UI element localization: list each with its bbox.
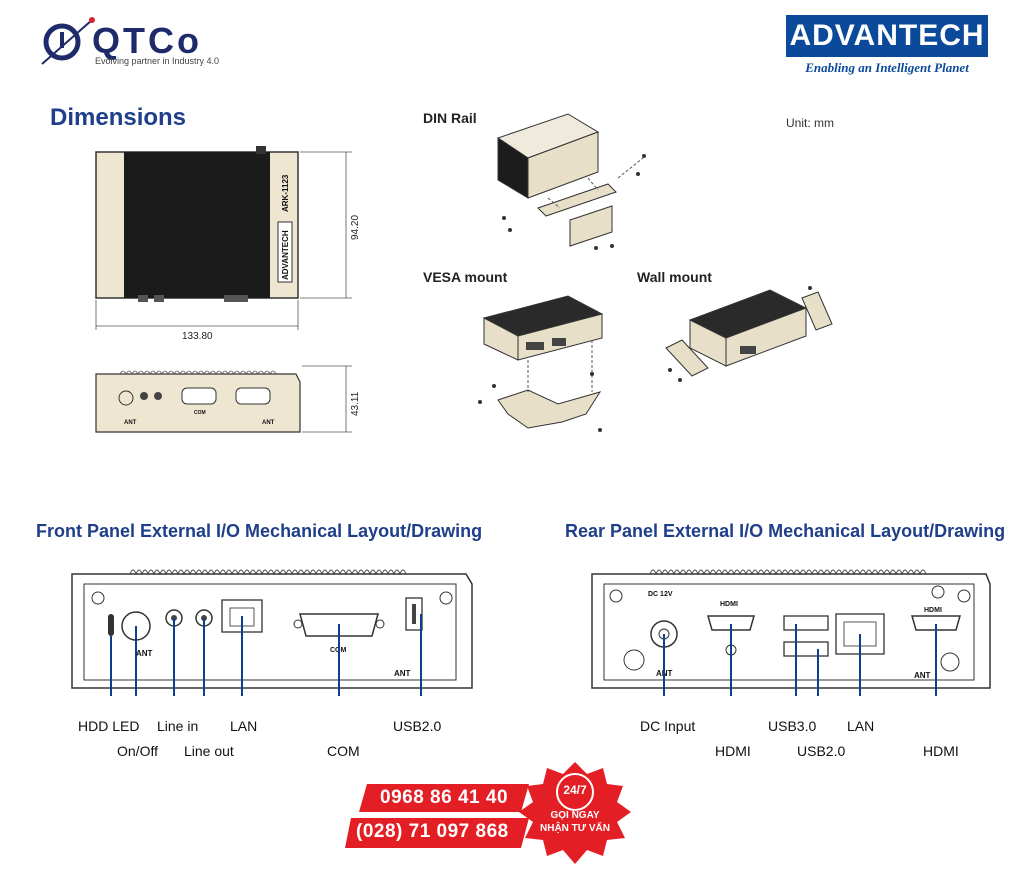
front-panel-title: Front Panel External I/O Mechanical Layo…: [36, 521, 483, 541]
callout-usb3: USB3.0: [768, 718, 817, 734]
callout-lan-rear: LAN: [847, 718, 875, 734]
vesa-mount-illustration: [478, 295, 604, 432]
front-ant2-label: ANT: [394, 669, 411, 678]
rear-dc-label: DC 12V: [648, 591, 673, 598]
side-ant-left: ANT: [124, 420, 137, 426]
callout-hdd-led: HDD LED: [78, 718, 140, 734]
dimensions-title: Dimensions: [50, 104, 187, 131]
badge-call-now: GỌI NGAY: [550, 810, 600, 821]
rear-panel-drawing: DC 12V HDMI HDMI ANT ANT: [591, 569, 991, 696]
callout-lan: LAN: [230, 718, 258, 734]
callout-dc-input: DC Input: [640, 718, 696, 734]
callout-line-in: Line in: [157, 718, 199, 734]
qtco-logo: [38, 14, 228, 72]
promo-banner[interactable]: [345, 760, 645, 878]
top-view-drawing: ADVANTECH ARK-1123 133.80 94.20: [95, 146, 361, 342]
side-ant-right: ANT: [262, 420, 275, 426]
din-rail-illustration: [496, 113, 646, 250]
height-dimension: 94.20: [350, 215, 361, 240]
side-view-drawing: ANT COM ANT 43.11: [95, 365, 361, 433]
top-view-model: ARK-1123: [281, 174, 290, 212]
callout-usb2: USB2.0: [393, 718, 442, 734]
din-rail-title: DIN Rail: [423, 110, 477, 126]
advantech-logo: ADVANTECH: [786, 15, 988, 57]
callout-com: COM: [327, 743, 360, 759]
badge-247: 24/7: [563, 783, 587, 797]
callout-line-out: Line out: [184, 743, 234, 759]
wall-mount-title: Wall mount: [637, 269, 712, 285]
front-ant-label: ANT: [136, 649, 153, 658]
width-dimension: 133.80: [182, 331, 213, 342]
rear-hdmi1-label: HDMI: [720, 601, 738, 608]
rear-ant2-label: ANT: [914, 671, 931, 680]
unit-label: Unit: mm: [786, 116, 834, 130]
qtco-wordmark: QTCo: [92, 20, 202, 61]
advantech-tagline: Enabling an Intelligent Planet: [805, 60, 969, 75]
wall-mount-illustration: [665, 286, 833, 382]
rear-hdmi2-label: HDMI: [924, 607, 942, 614]
front-panel-drawing: ANT COM ANT: [71, 569, 473, 696]
callout-hdmi-left: HDMI: [715, 743, 751, 759]
promo-landline-number[interactable]: (028) 71 097 868: [356, 821, 509, 842]
callout-on-off: On/Off: [117, 743, 158, 759]
rear-panel-title: Rear Panel External I/O Mechanical Layou…: [565, 521, 1006, 541]
side-height-dimension: 43.11: [350, 391, 361, 416]
vesa-mount-title: VESA mount: [423, 269, 508, 285]
badge-consult: NHẬN TƯ VẤN: [540, 823, 610, 834]
side-com: COM: [194, 410, 206, 416]
callout-hdmi-right: HDMI: [923, 743, 959, 759]
qtco-slogan: Evolving partner in Industry 4.0: [95, 56, 220, 66]
callout-usb2-rear: USB2.0: [797, 743, 846, 759]
top-view-brand: ADVANTECH: [281, 230, 290, 280]
promo-mobile-number[interactable]: 0968 86 41 40: [380, 787, 509, 808]
